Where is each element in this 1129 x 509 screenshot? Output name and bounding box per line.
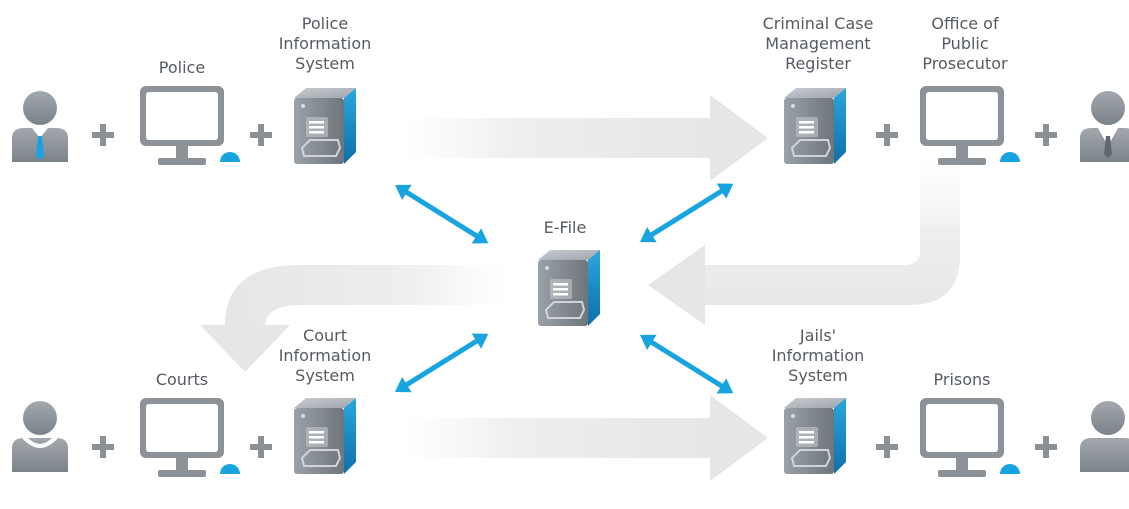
label-jails-information-system: Jails' Information System [771,326,865,385]
plus-icon [92,124,114,146]
plus-icon [92,436,114,458]
label-efile: E-File [543,218,587,237]
double-arrow-icon [390,326,493,400]
person-icon [1080,91,1129,162]
monitor-icon [140,86,240,165]
label-office-of-public-prosecutor: Office of Public Prosecutor [922,14,1008,73]
label-police-information-system: Police Information System [278,14,372,73]
server-icon [783,87,847,165]
flow-arrow-top [400,95,768,181]
monitor-icon [920,398,1020,477]
person-icon [1080,401,1129,472]
plus-icon [1035,124,1057,146]
efile-server-icon [537,249,601,327]
double-arrow-icon [635,327,738,401]
flow-arrow-left-down [200,265,510,372]
label-court-information-system: Court Information System [278,326,372,385]
label-courts: Courts [155,370,209,389]
flow-arrow-right-return [648,160,960,325]
label-police: Police [158,58,206,77]
label-criminal-case-management-register: Criminal Case Management Register [762,14,874,73]
person-icon [12,401,68,472]
plus-icon [250,436,272,458]
plus-icon [250,124,272,146]
plus-icon [876,124,898,146]
monitor-icon [140,398,240,477]
person-icon [10,91,70,188]
plus-icon [1035,436,1057,458]
server-icon [293,397,357,475]
double-arrow-icon [635,176,738,250]
plus-icon [876,436,898,458]
monitor-icon [920,86,1020,165]
flow-arrow-bottom [400,395,768,481]
server-icon [783,397,847,475]
double-arrow-icon [390,177,493,251]
server-icon [293,87,357,165]
label-prisons: Prisons [933,370,991,389]
